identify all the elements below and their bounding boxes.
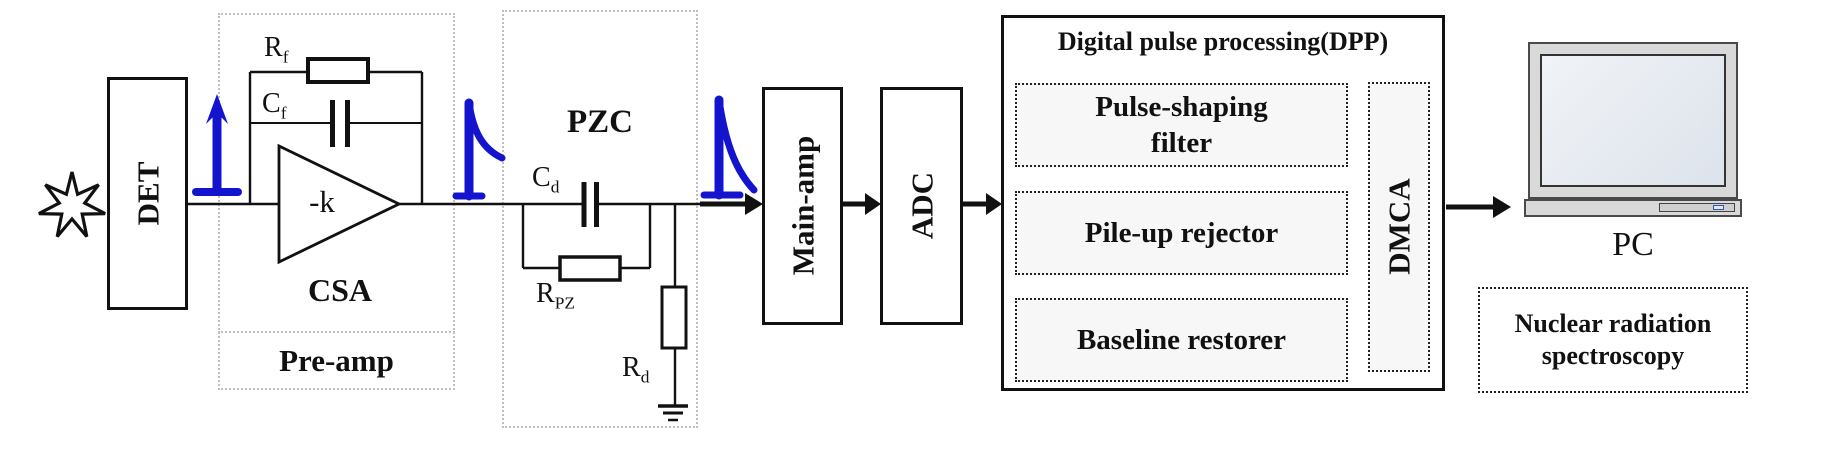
cd-label: Cd [532,162,560,197]
cd-capacitor [581,182,599,227]
preamp-label: Pre-amp [279,343,394,378]
det-block [107,77,188,310]
rpz-resistor [558,255,622,282]
csa-feedback-network [248,57,424,265]
monitor-power-button [1713,205,1724,210]
pile-up-rejector-line1: Pile-up rejector [1084,216,1279,249]
gain-label: -k [309,184,335,219]
csa-label: CSA [307,272,372,308]
adc-block [880,87,963,325]
dmca-label: DMCA [1381,178,1416,275]
main-amp-block [762,87,843,325]
pzc-group-box [502,10,698,428]
pc-label: PC [1612,226,1654,263]
cf-label: Cf [262,88,287,123]
adc-label: ADC [904,171,939,240]
preamp-divider [218,331,455,333]
rf-resistor [306,57,370,84]
dpp-title: Digital pulse processing(DPP) [1057,27,1389,56]
cf-capacitor [330,100,350,147]
rd-label: Rd [622,352,650,387]
dmca-block [1368,82,1430,372]
baseline-restorer-block: Baseline restorer [1015,298,1348,382]
pzc-label: PZC [567,104,633,140]
monitor-screen [1540,54,1726,187]
rpz-label: RPZ [536,278,575,313]
baseline-restorer-line1: Baseline restorer [1076,323,1287,356]
preamp-group-box [218,13,455,390]
flow-arrows [700,193,1511,218]
pile-up-rejector-block: Pile-up rejector [1015,191,1348,275]
pulse-shaping-filter-line2: filter [1150,127,1213,159]
rd-resistor [660,285,688,350]
pulse-shaping-filter-line1: Pulse-shaping [1095,90,1268,123]
pzc-network [521,182,688,422]
rf-label: Rf [264,32,289,67]
csa-output-pulse-glyph [452,98,506,201]
impulse-signal-glyph [192,94,242,196]
ground-symbol [658,404,688,422]
radiation-burst-icon [38,171,106,238]
pzc-output-pulse-glyph [700,95,758,200]
main-amp-label: Main-amp [785,135,820,276]
result-box: Nuclear radiation spectroscopy [1478,287,1748,393]
result-line2: spectroscopy [1541,341,1685,370]
monitor-drive-slot [1659,203,1735,212]
csa-amplifier-triangle [277,143,403,265]
det-label: DET [130,161,165,226]
pulse-shaping-filter-block: Pulse-shaping filter [1015,83,1348,167]
result-line1: Nuclear radiation [1514,308,1712,338]
